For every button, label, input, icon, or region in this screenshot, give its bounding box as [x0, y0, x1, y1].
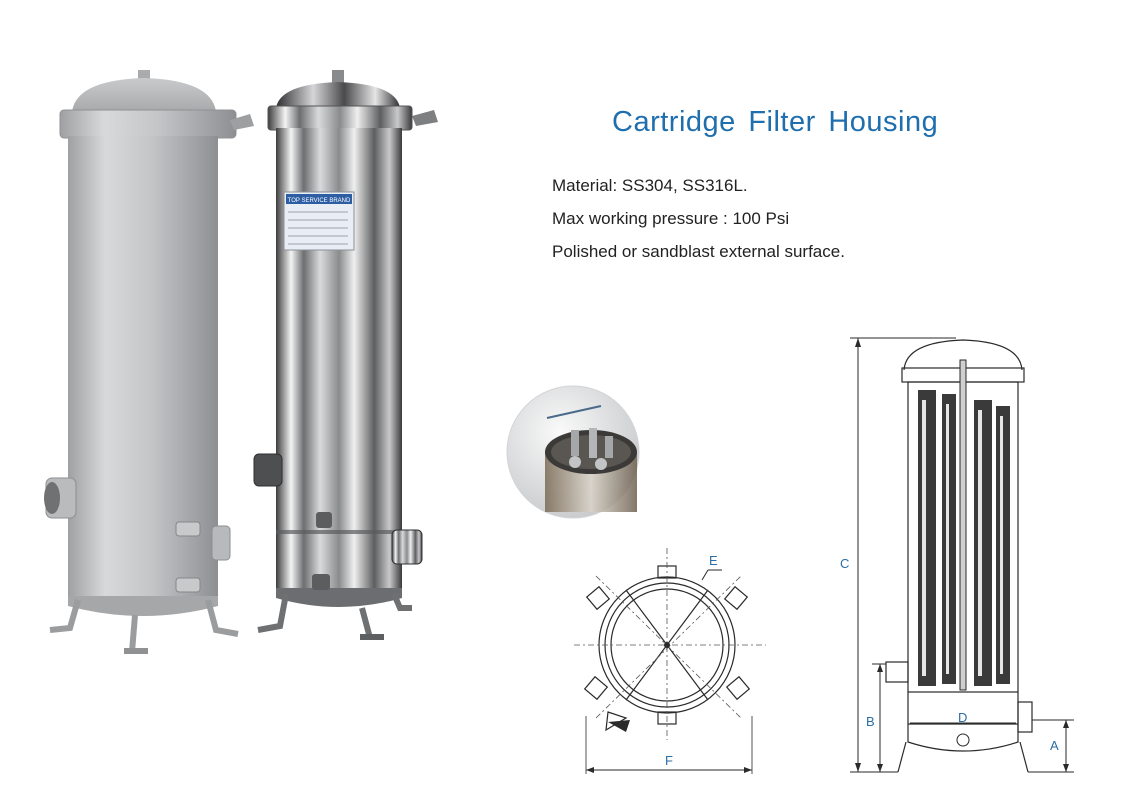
label-a: A [1050, 738, 1059, 753]
label-e: E [709, 553, 718, 568]
label-d: D [958, 710, 968, 725]
product-photo-housings: TOP SERVICE BRAND [44, 70, 438, 654]
side-view-diagram [850, 337, 1074, 773]
spec-pressure: Max working pressure : 100 Psi [552, 209, 790, 228]
internal-plate-inset [506, 385, 640, 519]
label-c: C [840, 556, 850, 571]
label-f: F [665, 753, 673, 768]
spec-material: Material: SS304, SS316L. [552, 176, 748, 195]
matte-housing [44, 70, 254, 654]
top-view-diagram [574, 548, 766, 774]
page-title: Cartridge Filter Housing [612, 106, 939, 138]
polished-housing: TOP SERVICE BRAND [253, 70, 438, 640]
spec-surface: Polished or sandblast external surface. [552, 242, 845, 261]
label-b: B [866, 714, 875, 729]
nameplate-text: TOP SERVICE BRAND [288, 198, 351, 204]
